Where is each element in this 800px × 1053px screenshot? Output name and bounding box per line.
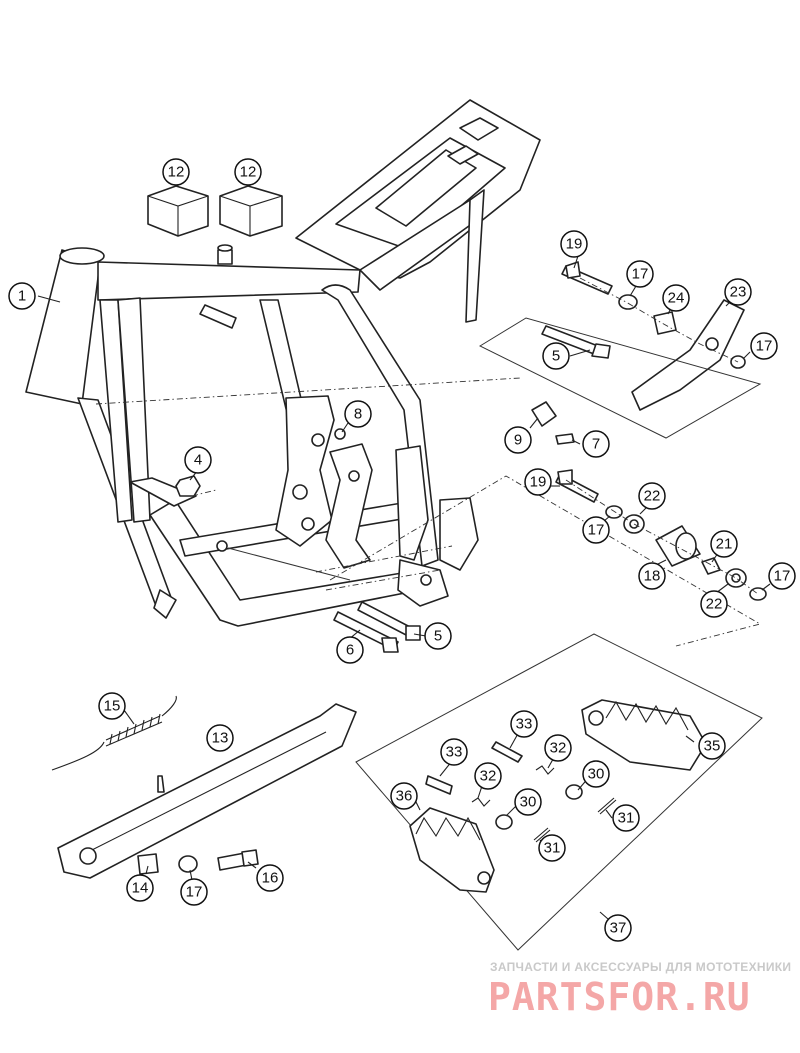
svg-text:22: 22 bbox=[644, 488, 661, 505]
svg-text:19: 19 bbox=[566, 236, 583, 253]
callout-37: 37 bbox=[604, 914, 632, 942]
callout-19: 19 bbox=[524, 468, 552, 496]
callout-17: 17 bbox=[626, 260, 654, 288]
callout-7: 7 bbox=[582, 430, 610, 458]
callout-17: 17 bbox=[750, 332, 778, 360]
svg-text:13: 13 bbox=[212, 730, 229, 747]
callout-24: 24 bbox=[662, 284, 690, 312]
svg-text:5: 5 bbox=[552, 348, 560, 365]
svg-text:17: 17 bbox=[186, 884, 203, 901]
callout-18: 18 bbox=[638, 562, 666, 590]
callout-30: 30 bbox=[514, 788, 542, 816]
callout-9: 9 bbox=[504, 426, 532, 454]
svg-text:4: 4 bbox=[194, 452, 202, 469]
svg-text:15: 15 bbox=[104, 698, 121, 715]
svg-text:37: 37 bbox=[610, 920, 627, 937]
svg-text:8: 8 bbox=[354, 406, 362, 423]
callout-21: 21 bbox=[710, 530, 738, 558]
svg-text:30: 30 bbox=[520, 794, 537, 811]
callout-5: 5 bbox=[542, 342, 570, 370]
svg-text:12: 12 bbox=[240, 164, 257, 181]
svg-text:19: 19 bbox=[530, 474, 547, 491]
callout-1: 1 bbox=[8, 282, 36, 310]
svg-text:6: 6 bbox=[346, 642, 354, 659]
svg-text:9: 9 bbox=[514, 432, 522, 449]
svg-text:35: 35 bbox=[704, 738, 721, 755]
callout-17: 17 bbox=[180, 878, 208, 906]
callout-16: 16 bbox=[256, 864, 284, 892]
callout-32: 32 bbox=[474, 762, 502, 790]
svg-text:32: 32 bbox=[550, 740, 567, 757]
svg-text:32: 32 bbox=[480, 768, 497, 785]
protector-pad-part bbox=[147, 185, 283, 237]
callout-12: 12 bbox=[234, 158, 262, 186]
svg-text:7: 7 bbox=[592, 436, 600, 453]
callout-4: 4 bbox=[184, 446, 212, 474]
svg-text:22: 22 bbox=[706, 596, 723, 613]
callout-17: 17 bbox=[582, 516, 610, 544]
svg-text:30: 30 bbox=[588, 766, 605, 783]
svg-text:17: 17 bbox=[632, 266, 649, 283]
fastener-parts bbox=[175, 261, 767, 653]
callout-15: 15 bbox=[98, 692, 126, 720]
watermark-logo: PARTSFOR.RU bbox=[488, 975, 751, 1019]
callout-13: 13 bbox=[206, 724, 234, 752]
assembly-guide-lines bbox=[95, 277, 762, 647]
svg-text:36: 36 bbox=[396, 788, 413, 805]
svg-text:17: 17 bbox=[756, 338, 773, 355]
svg-text:33: 33 bbox=[446, 744, 463, 761]
svg-text:17: 17 bbox=[774, 568, 791, 585]
callout-22: 22 bbox=[638, 482, 666, 510]
svg-text:14: 14 bbox=[132, 880, 149, 897]
svg-text:23: 23 bbox=[730, 284, 747, 301]
callout-33: 33 bbox=[510, 710, 538, 738]
svg-text:1: 1 bbox=[18, 288, 26, 305]
callout-23: 23 bbox=[724, 278, 752, 306]
svg-text:16: 16 bbox=[262, 870, 279, 887]
callout-31: 31 bbox=[538, 834, 566, 862]
callout-31: 31 bbox=[612, 804, 640, 832]
callout-14: 14 bbox=[126, 874, 154, 902]
callout-22: 22 bbox=[700, 590, 728, 618]
footpeg-kit-part bbox=[355, 633, 763, 951]
callout-33: 33 bbox=[440, 738, 468, 766]
callout-36: 36 bbox=[390, 782, 418, 810]
svg-text:17: 17 bbox=[588, 522, 605, 539]
watermark-tagline: ЗАПЧАСТИ И АКСЕССУАРЫ ДЛЯ МОТОТЕХНИКИ bbox=[490, 960, 791, 974]
callout-19: 19 bbox=[560, 230, 588, 258]
frame-part bbox=[25, 99, 541, 627]
svg-text:31: 31 bbox=[544, 840, 561, 857]
callout-35: 35 bbox=[698, 732, 726, 760]
callout-30: 30 bbox=[582, 760, 610, 788]
svg-text:12: 12 bbox=[168, 164, 185, 181]
callout-5: 5 bbox=[424, 622, 452, 650]
svg-text:31: 31 bbox=[618, 810, 635, 827]
callout-6: 6 bbox=[336, 636, 364, 664]
svg-text:21: 21 bbox=[716, 536, 733, 553]
callout-8: 8 bbox=[344, 400, 372, 428]
svg-text:33: 33 bbox=[516, 716, 533, 733]
svg-text:5: 5 bbox=[434, 628, 442, 645]
callout-32: 32 bbox=[544, 734, 572, 762]
svg-text:24: 24 bbox=[668, 290, 685, 307]
side-stand-part bbox=[51, 695, 357, 879]
callout-17: 17 bbox=[768, 562, 796, 590]
callout-12: 12 bbox=[162, 158, 190, 186]
svg-text:18: 18 bbox=[644, 568, 661, 585]
